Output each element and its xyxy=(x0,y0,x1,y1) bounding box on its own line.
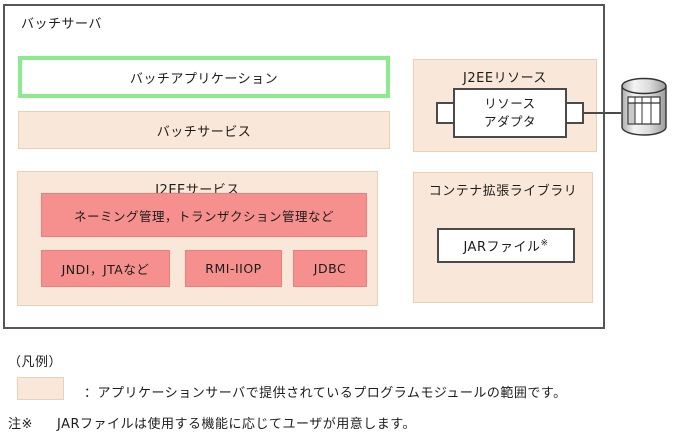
resource-adapter-box: リソース アダプタ xyxy=(453,88,567,138)
resource-adapter-left-tab xyxy=(436,102,455,124)
rmi-iiop-box: RMI-IIOP xyxy=(185,250,282,287)
resource-adapter-label-line2: アダプタ xyxy=(483,114,536,129)
jar-file-note-mark: ※ xyxy=(540,238,549,249)
jndi-jta-label: JNDI，JTAなど xyxy=(61,262,150,277)
jar-file-box: JARファイル※ xyxy=(437,228,575,263)
j2ee-resource-label: J2EEリソース xyxy=(463,71,547,86)
jdbc-label: JDBC xyxy=(313,261,347,276)
rmi-iiop-label: RMI-IIOP xyxy=(205,261,262,276)
naming-transaction-box: ネーミング管理，トランザクション管理など xyxy=(41,193,367,237)
batch-server-label: バッチサーバ xyxy=(21,17,102,32)
adapter-database-connector-line xyxy=(584,112,621,114)
batch-application-label: バッチアプリケーション xyxy=(129,71,279,87)
batch-service-label: バッチサービス xyxy=(156,124,252,140)
jndi-jta-box: JNDI，JTAなど xyxy=(41,250,170,287)
resource-adapter-right-tab xyxy=(565,102,584,124)
legend-swatch xyxy=(17,377,64,400)
footnote-label: 注※ xyxy=(8,417,33,432)
footnote-text: JARファイルは使用する機能に応じてユーザが用意します。 xyxy=(57,417,416,432)
container-extension-library-label: コンテナ拡張ライブラリ xyxy=(428,184,578,199)
resource-adapter-label-line1: リソース xyxy=(484,95,536,111)
jar-file-label: JARファイル xyxy=(463,240,541,255)
database-icon xyxy=(621,77,667,136)
jdbc-box: JDBC xyxy=(293,250,367,287)
batch-application-box: バッチアプリケーション xyxy=(18,56,390,98)
batch-service-box: バッチサービス xyxy=(18,111,390,149)
legend-title: （凡例） xyxy=(8,355,63,370)
legend-description: ：アプリケーションサーバで提供されているプログラムモジュールの範囲です。 xyxy=(84,386,567,401)
naming-transaction-label: ネーミング管理，トランザクション管理など xyxy=(73,208,334,224)
